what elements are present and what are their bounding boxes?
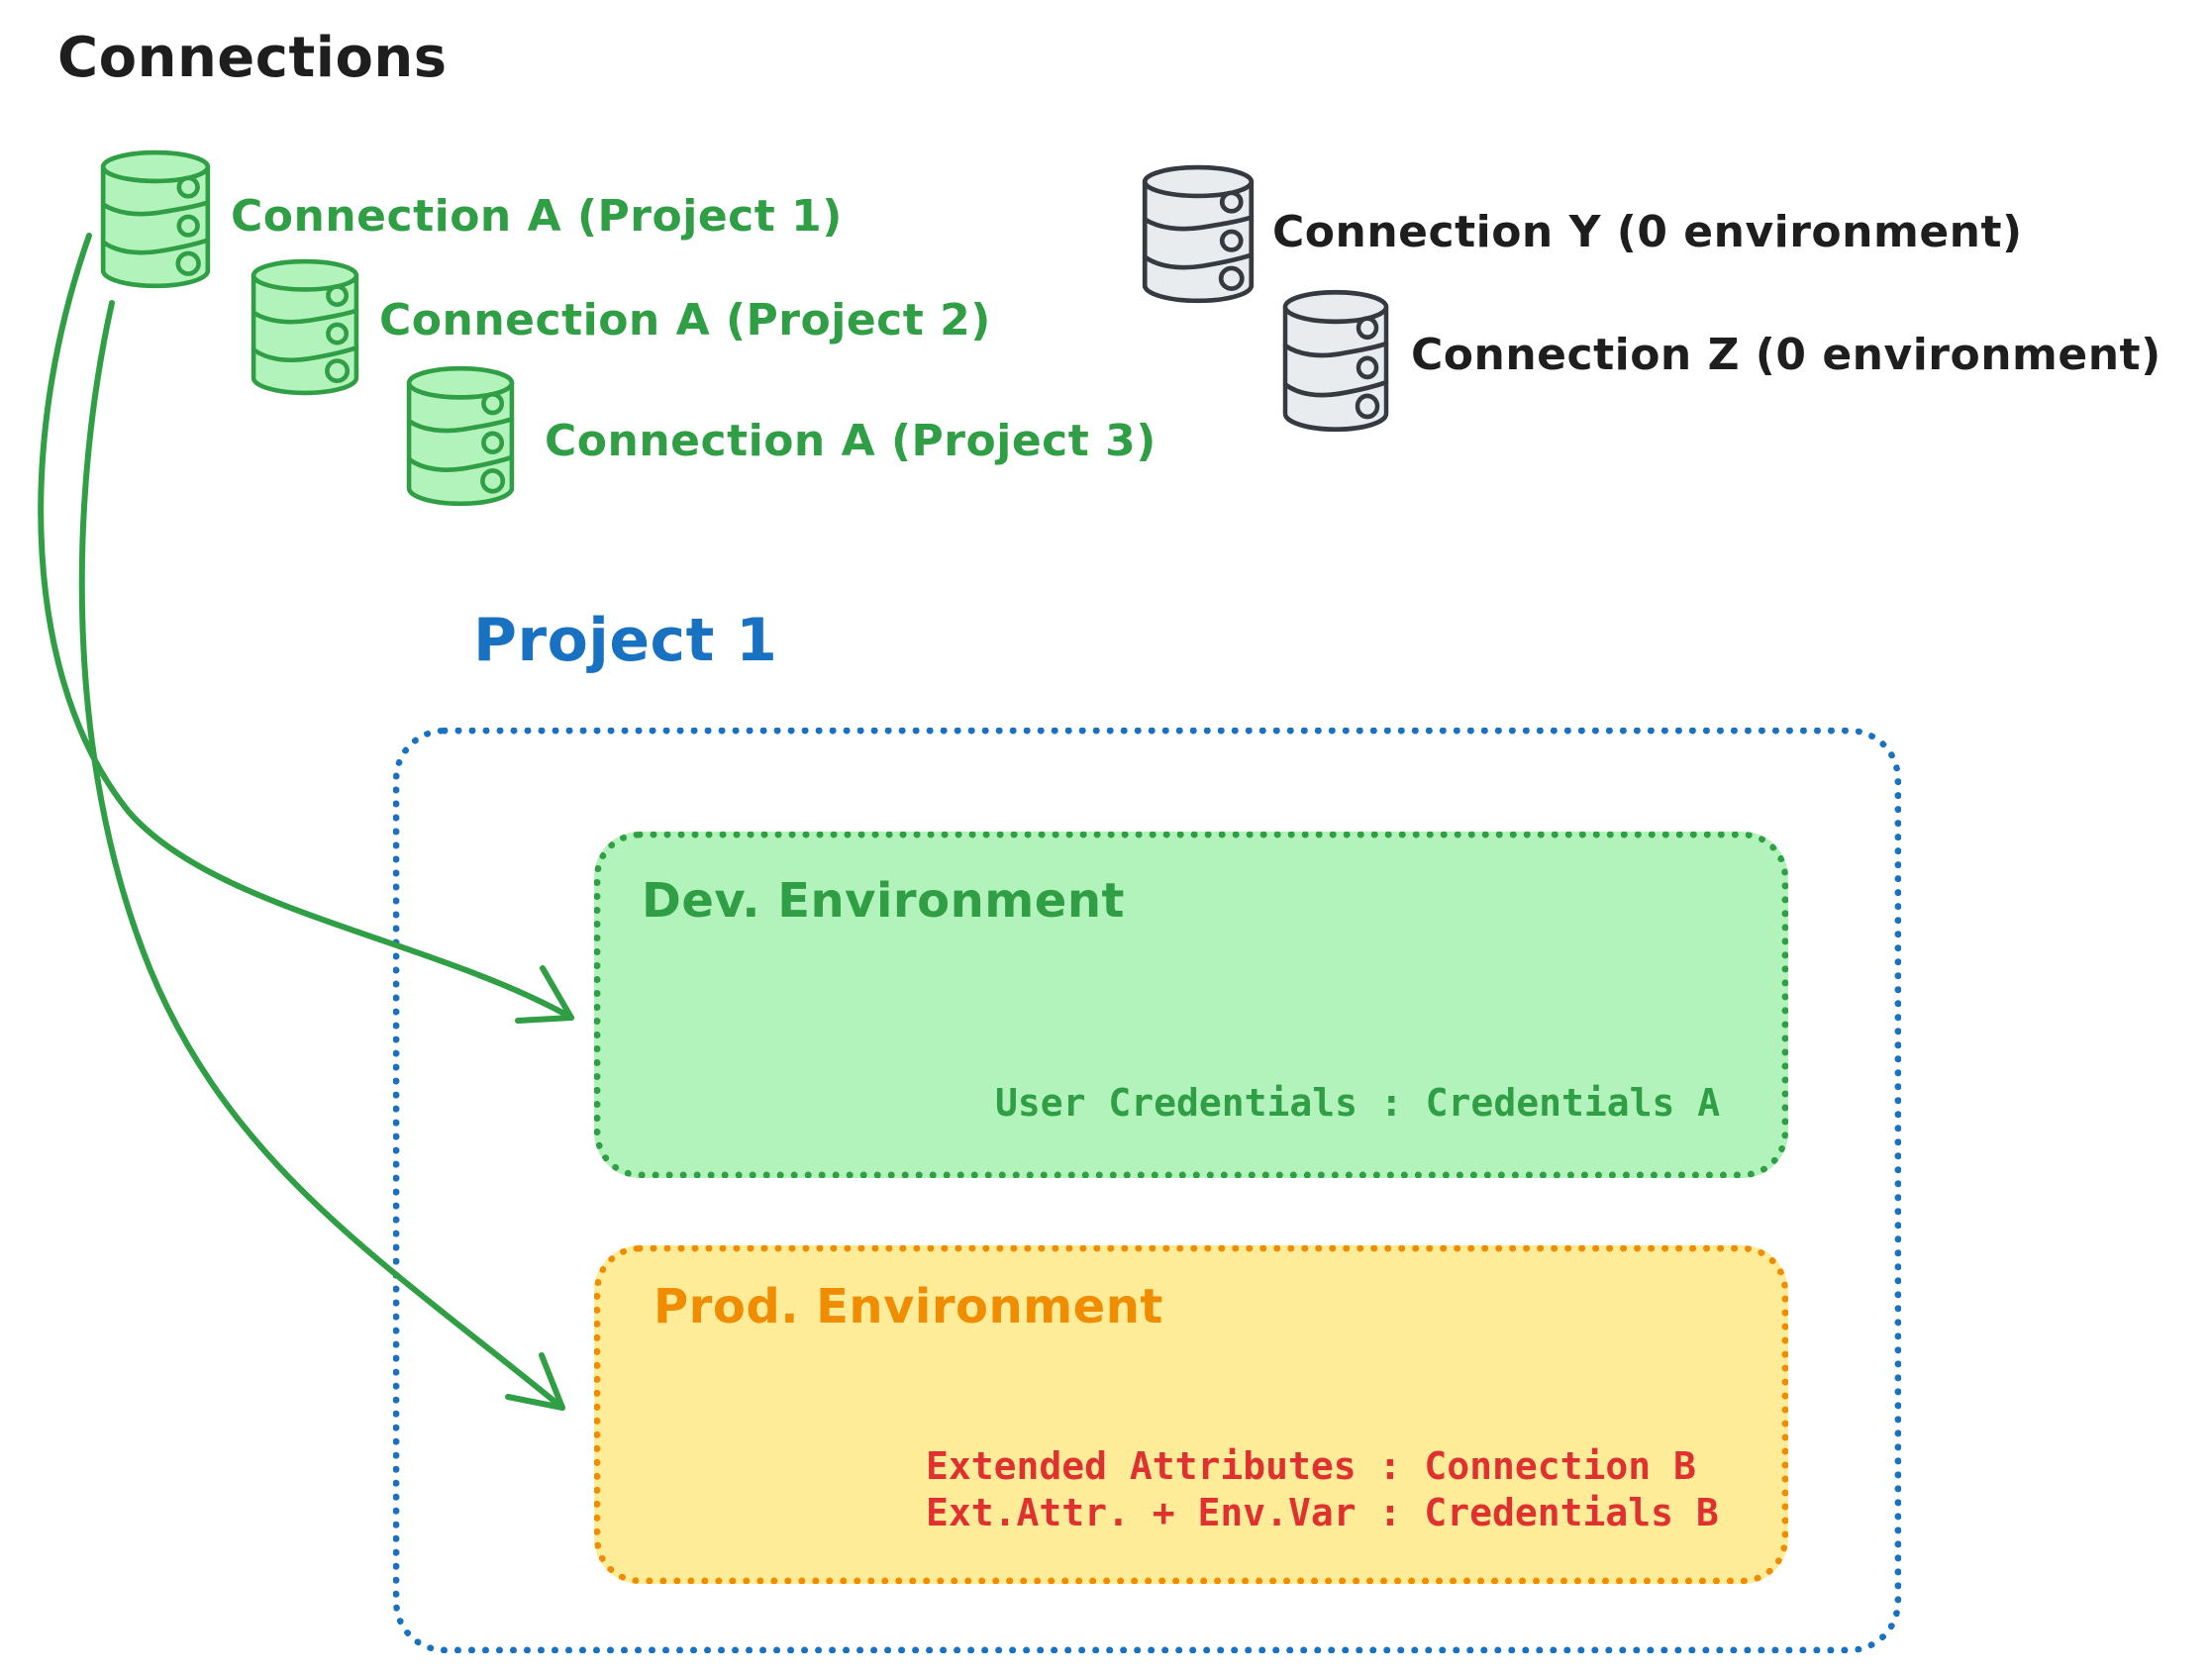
prod-environment-title: Prod. Environment — [654, 1279, 1163, 1334]
dev-environment-box — [594, 832, 1788, 1178]
connection-a-project3-label: Connection A (Project 3) — [545, 416, 1156, 466]
connection-a-project1-label: Connection A (Project 1) — [231, 191, 843, 242]
prod-environment-box — [594, 1245, 1788, 1584]
prod-attributes-text: Extended Attributes : Connection B Ext.A… — [926, 1443, 1719, 1536]
database-icon-connection-a-project3 — [405, 364, 516, 509]
database-icon-connection-y — [1141, 163, 1256, 306]
prod-attributes-line1: Extended Attributes : Connection B — [926, 1444, 1696, 1488]
connection-a-project2-label: Connection A (Project 2) — [379, 295, 991, 345]
database-icon-connection-a-project1 — [99, 148, 212, 291]
dev-credentials-text: User Credentials : Credentials A — [995, 1081, 1721, 1125]
database-icon-connection-a-project2 — [250, 257, 360, 398]
connection-y-label: Connection Y (0 environment) — [1272, 207, 2023, 257]
prod-attributes-line2: Ext.Attr. + Env.Var : Credentials B — [926, 1491, 1719, 1534]
database-icon-connection-z — [1281, 288, 1390, 435]
connection-z-label: Connection Z (0 environment) — [1411, 330, 2162, 380]
diagram-title: Connections — [57, 26, 448, 90]
project-1-label: Project 1 — [473, 606, 778, 675]
dev-environment-title: Dev. Environment — [642, 873, 1125, 929]
